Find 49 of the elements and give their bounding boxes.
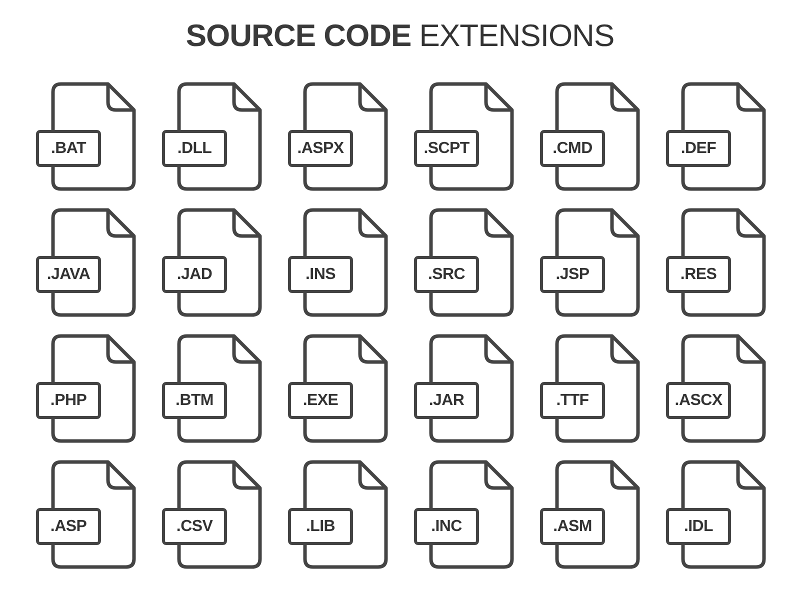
file-icon	[288, 208, 390, 320]
file-icon	[540, 208, 642, 320]
file-icon	[162, 334, 264, 446]
file-icon	[288, 460, 390, 572]
file-icon	[162, 460, 264, 572]
file-icon	[540, 334, 642, 446]
file-extension-label: .BAT	[36, 130, 101, 167]
file-extension-label: .ASP	[36, 508, 101, 545]
file-icon	[666, 82, 768, 194]
file-icon	[540, 82, 642, 194]
file-icon	[288, 82, 390, 194]
file-extension-label: .DEF	[666, 130, 731, 167]
file-icon	[36, 334, 138, 446]
file-extension-label: .DLL	[162, 130, 227, 167]
file-extension-label: .CSV	[162, 508, 227, 545]
file-extension-label: .INC	[414, 508, 479, 545]
file-icon	[414, 460, 516, 572]
file-extension-label: .SCPT	[414, 130, 479, 167]
file-icon	[414, 208, 516, 320]
file-icon	[288, 334, 390, 446]
file-icon	[540, 460, 642, 572]
file-extension-label: .ASPX	[288, 130, 353, 167]
file-extension-label: .LIB	[288, 508, 353, 545]
file-icon	[414, 334, 516, 446]
file-extension-label: .INS	[288, 256, 353, 293]
file-extension-label: .JSP	[540, 256, 605, 293]
file-icon	[36, 82, 138, 194]
file-extension-label: .EXE	[288, 382, 353, 419]
file-extension-label: .PHP	[36, 382, 101, 419]
file-icon	[36, 460, 138, 572]
file-extension-label: .RES	[666, 256, 731, 293]
file-icon	[666, 208, 768, 320]
file-icon	[414, 82, 516, 194]
file-extension-label: .BTM	[162, 382, 227, 419]
title: SOURCE CODE EXTENSIONS	[184, 18, 616, 54]
file-extension-label: .CMD	[540, 130, 605, 167]
file-extension-label: .JAR	[414, 382, 479, 419]
file-extension-label: .IDL	[666, 508, 731, 545]
file-extension-label: .JAD	[162, 256, 227, 293]
file-extension-label: .JAVA	[36, 256, 101, 293]
file-icon	[162, 208, 264, 320]
file-icon	[666, 460, 768, 572]
file-icon	[666, 334, 768, 446]
file-icon	[36, 208, 138, 320]
file-extension-label: .ASM	[540, 508, 605, 545]
file-extension-label: .ASCX	[666, 382, 731, 419]
file-extension-label: .TTF	[540, 382, 605, 419]
file-icon	[162, 82, 264, 194]
file-extension-label: .SRC	[414, 256, 479, 293]
